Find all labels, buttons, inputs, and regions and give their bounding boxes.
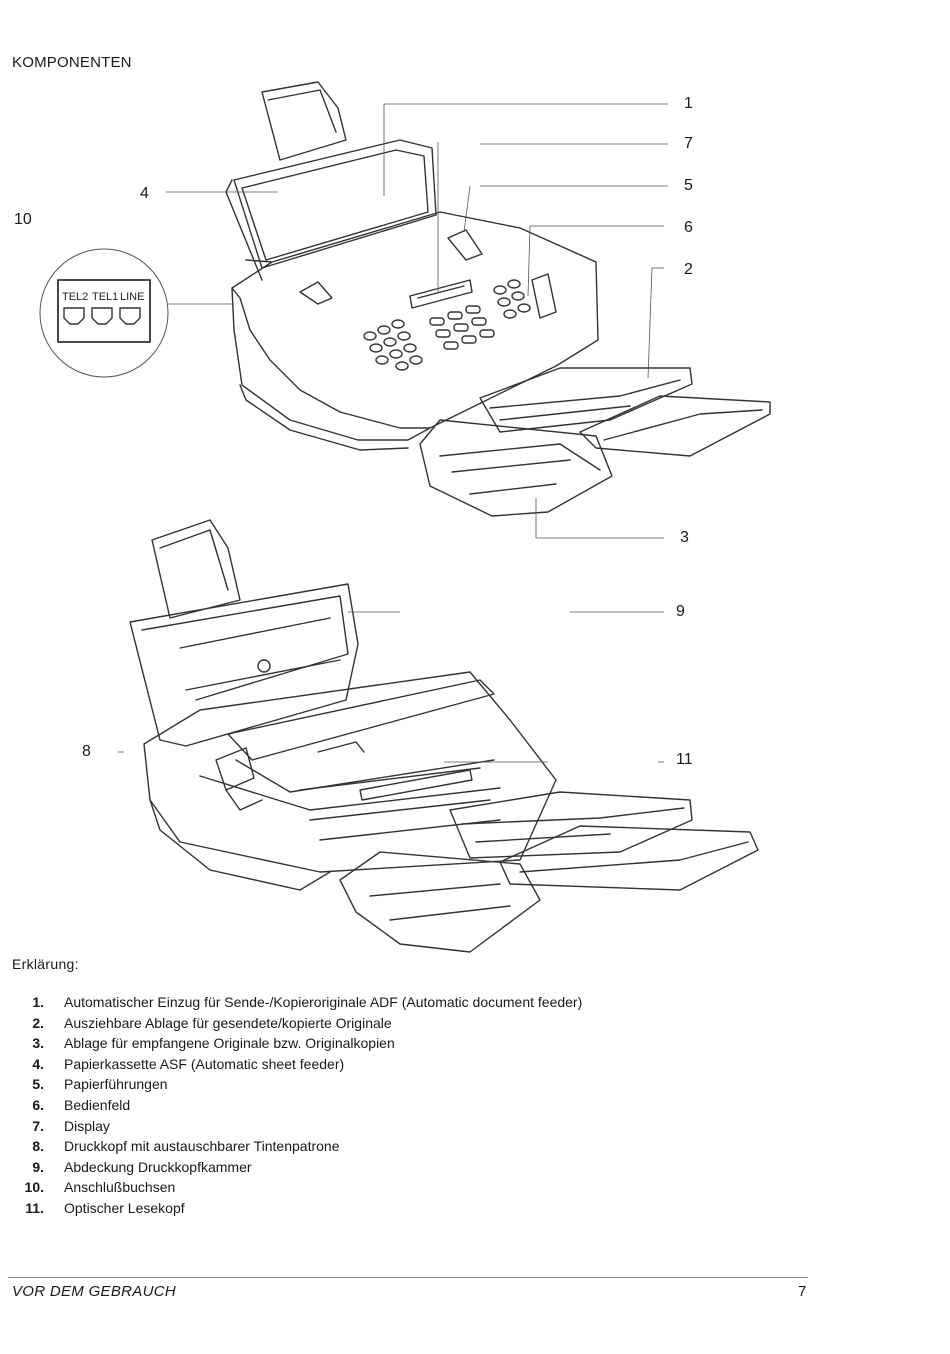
jack-label-tel1: TEL1 <box>92 291 118 303</box>
page-number: 7 <box>798 1283 807 1300</box>
legend-item: 4.Papierkassette ASF (Automatic sheet fe… <box>32 1055 345 1072</box>
legend-item: 9.Abdeckung Druckkopfkammer <box>32 1158 252 1175</box>
footer-divider <box>8 1277 808 1278</box>
callout-3: 3 <box>680 529 689 546</box>
callout-8: 8 <box>82 743 91 760</box>
legend-item: 2.Ausziehbare Ablage für gesendete/kopie… <box>32 1014 392 1031</box>
legend-item: 3.Ablage für empfangene Originale bzw. O… <box>32 1035 395 1052</box>
legend-item: 10.Anschlußbuchsen <box>24 1179 176 1196</box>
callout-7: 7 <box>684 135 693 152</box>
legend-item: 7.Display <box>32 1117 110 1134</box>
callout-6: 6 <box>684 219 693 236</box>
callout-9: 9 <box>676 603 685 620</box>
callout-4: 4 <box>140 185 149 202</box>
callout-1: 1 <box>684 95 693 112</box>
legend-item: 1.Automatischer Einzug für Sende-/Kopier… <box>32 994 583 1010</box>
jack-label-tel2: TEL2 <box>62 291 88 303</box>
footer-section-label: VOR DEM GEBRAUCH <box>12 1283 176 1300</box>
section-title: KOMPONENTEN <box>12 54 132 71</box>
legend-title: Erklärung: <box>12 956 79 972</box>
fax-machine-illustration: TEL2 TEL1 LINE <box>39 81 771 953</box>
jack-label-line: LINE <box>120 291 144 303</box>
legend-item: 6.Bedienfeld <box>32 1096 131 1113</box>
callout-2: 2 <box>684 261 693 278</box>
legend-item: 11.Optischer Lesekopf <box>25 1199 185 1216</box>
legend-list: 1.Automatischer Einzug für Sende-/Kopier… <box>14 992 774 1219</box>
callout-11: 11 <box>676 751 693 768</box>
legend-item: 8.Druckkopf mit austauschbarer Tintenpat… <box>32 1138 340 1155</box>
callout-5: 5 <box>684 177 693 194</box>
legend-item: 5.Papierführungen <box>32 1076 168 1093</box>
callout-10: 10 <box>14 211 32 228</box>
